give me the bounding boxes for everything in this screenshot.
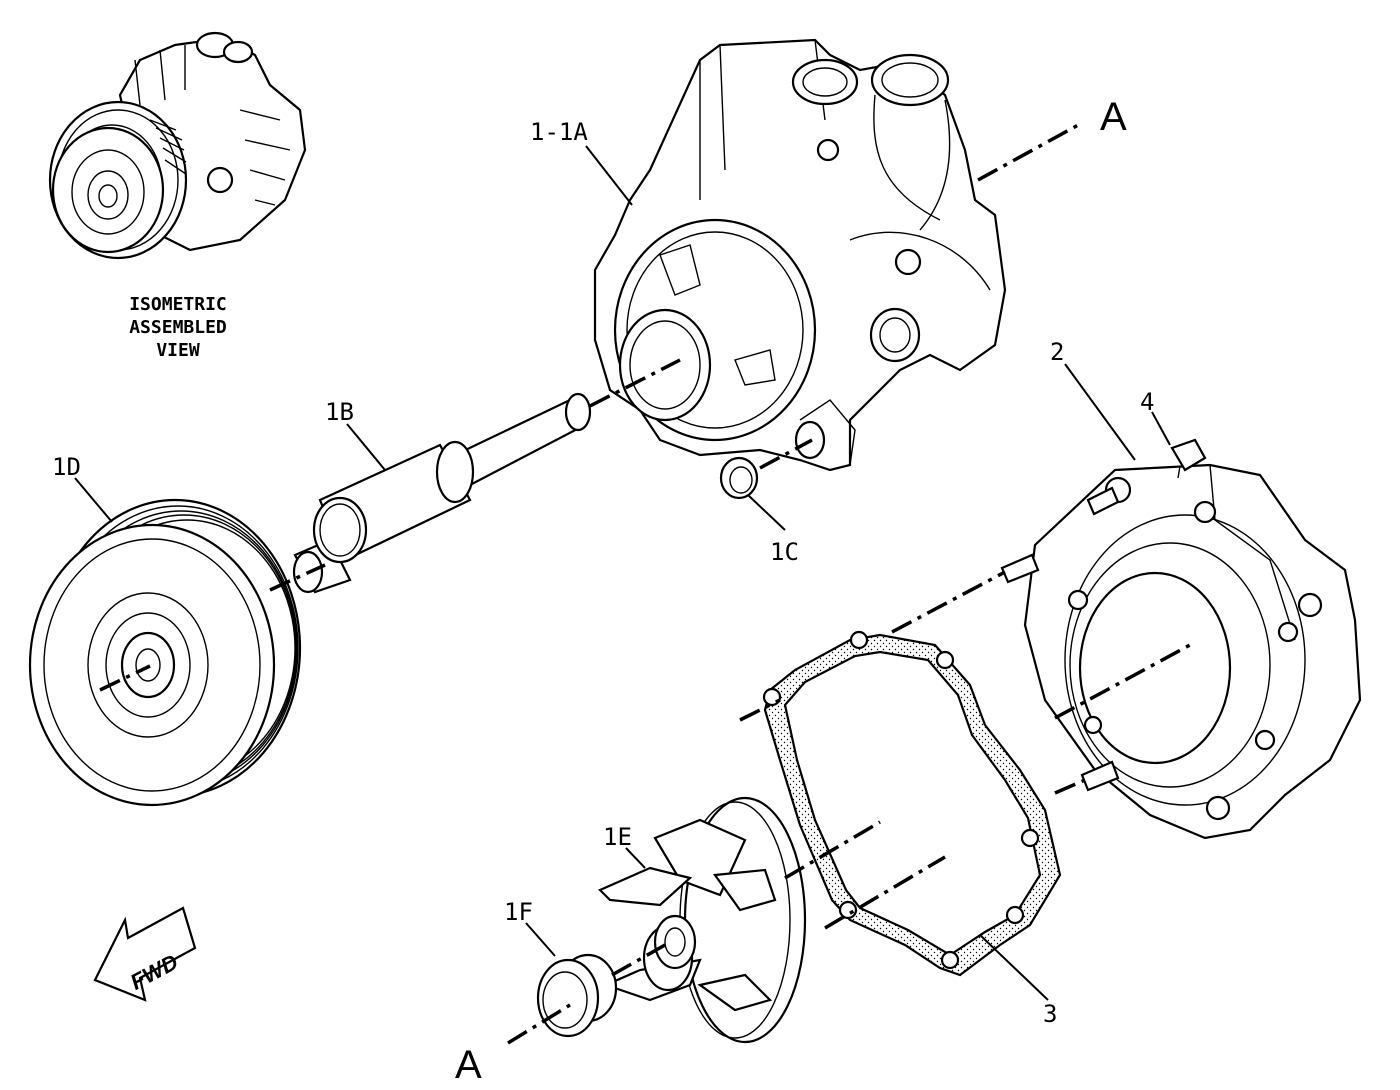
isometric-caption-line-2: ASSEMBLED <box>129 317 227 338</box>
reference-a-top: A <box>1100 95 1127 139</box>
isometric-caption-line-3: VIEW <box>156 340 200 361</box>
impeller-plug <box>536 953 618 1038</box>
callout-1f: 1F <box>504 898 533 926</box>
callout-1d: 1D <box>52 453 81 481</box>
callout-1e: 1E <box>603 823 632 851</box>
callout-4: 4 <box>1140 388 1154 416</box>
callout-3: 3 <box>1043 1000 1057 1028</box>
pulley <box>28 498 302 807</box>
callout-1b: 1B <box>325 398 354 426</box>
isometric-caption-line-1: ISOMETRIC <box>129 294 227 315</box>
pump-housing <box>593 38 1007 472</box>
callout-2: 2 <box>1050 338 1064 366</box>
isometric-assembled-view <box>48 31 307 260</box>
seal-ring <box>719 456 759 500</box>
leader-lines <box>74 145 1171 1001</box>
shaft-bearing <box>292 392 592 594</box>
fwd-direction-arrow <box>93 906 197 1002</box>
callout-1-1a: 1-1A <box>530 118 588 146</box>
impeller <box>598 796 807 1044</box>
gasket <box>762 630 1062 977</box>
callout-1c: 1C <box>770 538 799 566</box>
centerlines <box>99 122 1191 1045</box>
cover-plate <box>1000 463 1362 840</box>
bolt <box>1170 438 1207 479</box>
reference-a-bottom: A <box>455 1043 482 1087</box>
